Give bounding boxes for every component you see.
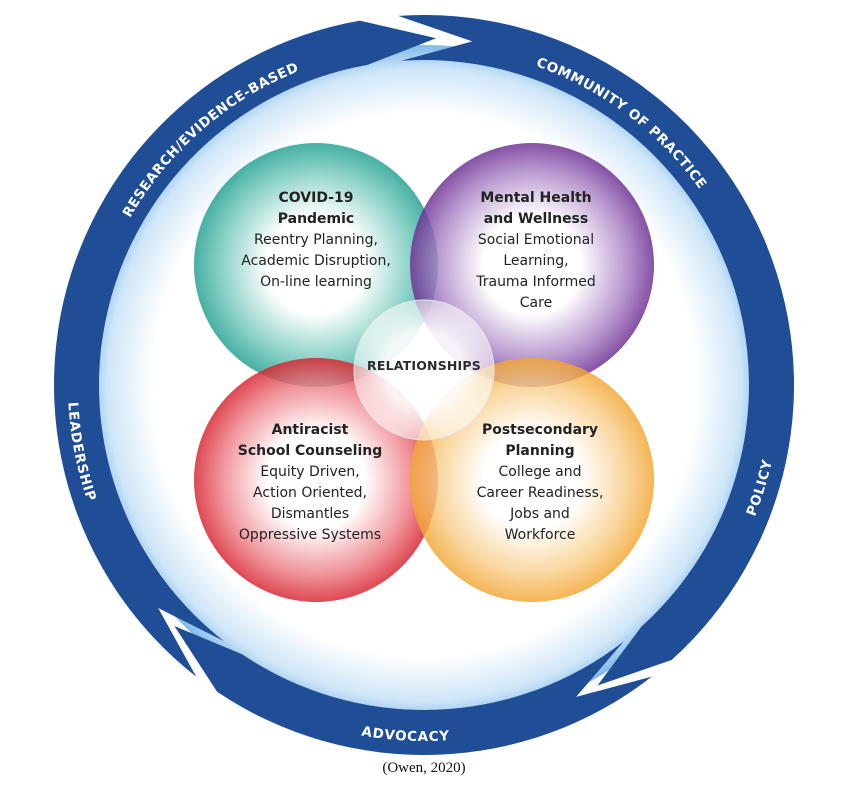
circle-postsecondary-body-line-1: College and	[498, 464, 582, 480]
circle-postsecondary-title-line-2: Planning	[505, 443, 575, 459]
ring-segment-community-of-practice	[398, 14, 768, 325]
ring-segment-research-evidence-based	[57, 20, 437, 340]
circle-mental-health-body-line-1: Social Emotional	[477, 232, 595, 248]
center-relationships-circle	[353, 299, 495, 441]
circle-mental-health: Mental Health and Wellness Social Emotio…	[436, 188, 636, 314]
circle-antiracist-title-line-1: Antiracist	[271, 422, 349, 438]
circle-mental-health-title-line-1: Mental Health	[480, 190, 592, 206]
circle-mental-health-body-line-3: Trauma Informed	[476, 274, 596, 290]
circle-postsecondary-title-line-1: Postsecondary	[481, 422, 599, 438]
circle-covid: COVID-19 Pandemic Reentry Planning, Acad…	[216, 188, 416, 293]
circle-antiracist-body-line-3: Dismantles	[270, 506, 350, 522]
circle-antiracist: Antiracist School Counseling Equity Driv…	[210, 420, 410, 546]
ring-segment-advocacy	[174, 626, 652, 755]
circle-antiracist-body-line-4: Oppressive Systems	[238, 527, 382, 543]
center-label: RELATIONSHIPS	[367, 358, 481, 373]
circle-postsecondary: Postsecondary Planning College and Caree…	[440, 420, 640, 546]
circle-covid-body-line-2: Academic Disruption,	[241, 253, 391, 269]
circle-postsecondary-body-line-4: Workforce	[504, 527, 576, 543]
circle-covid-title-line-2: Pandemic	[277, 211, 355, 227]
circle-postsecondary-body-line-3: Jobs and	[510, 506, 570, 522]
circle-postsecondary-body-line-2: Career Readiness,	[476, 485, 604, 501]
ring-segment-leadership	[53, 201, 224, 677]
ring-segment-policy	[597, 234, 795, 686]
circle-covid-body-line-3: On-line learning	[260, 274, 372, 290]
circle-antiracist-body-line-2: Action Oriented,	[253, 485, 367, 501]
circle-covid-title-line-1: COVID-19	[278, 190, 354, 206]
circle-covid-body-line-1: Reentry Planning,	[254, 232, 378, 248]
circle-antiracist-title-line-2: School Counseling	[237, 443, 383, 459]
circle-mental-health-body-line-2: Learning,	[503, 253, 569, 269]
circle-antiracist-body-line-1: Equity Driven,	[260, 464, 360, 480]
circle-mental-health-title-line-2: and Wellness	[483, 211, 589, 227]
circle-mental-health-body-line-4: Care	[519, 295, 553, 311]
figure-caption: (Owen, 2020)	[382, 760, 466, 776]
